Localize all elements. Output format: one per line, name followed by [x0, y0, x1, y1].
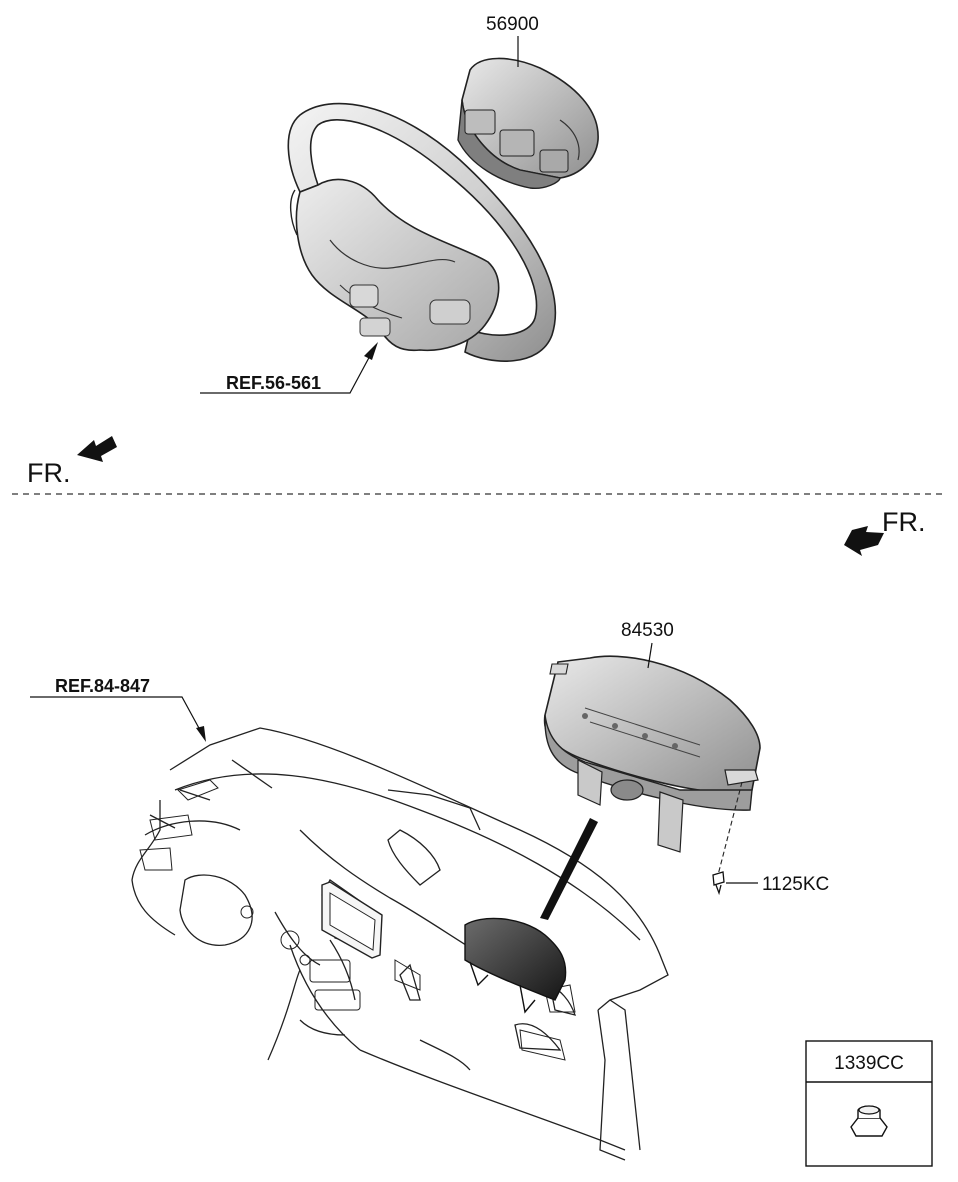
dashboard-vents — [139, 779, 576, 1061]
part-label-84530: 84530 — [621, 620, 674, 641]
leader-line-84530 — [647, 642, 653, 669]
nut-icon — [850, 1105, 888, 1137]
driver-airbag-module — [457, 57, 599, 190]
steering-wheel — [287, 102, 557, 362]
ref-label-crash-pad: REF.84-847 — [55, 676, 150, 696]
nut-inset-box: 1339CC — [805, 1040, 933, 1167]
front-label-upper: FR. — [27, 458, 71, 488]
part-label-1125kc: 1125KC — [762, 874, 829, 895]
bolt-icon — [712, 871, 725, 896]
front-label-lower: FR. — [882, 507, 926, 537]
bolt-install-path — [717, 781, 743, 876]
front-direction-indicator-upper: FR. — [27, 436, 117, 488]
arrowhead-ref-84-847 — [196, 726, 206, 742]
center-display — [321, 881, 383, 959]
arrowhead-ref-56-561 — [364, 342, 378, 360]
leader-line-ref-56-561 — [200, 351, 373, 394]
part-label-1339cc: 1339CC — [834, 1053, 904, 1074]
passenger-airbag-module — [543, 655, 761, 853]
installation-pointer — [540, 818, 598, 920]
front-arrow-icon — [77, 436, 117, 462]
front-arrow-icon — [844, 526, 884, 556]
ref-label-steering-wheel: REF.56-561 — [226, 373, 321, 393]
installed-passenger-airbag — [464, 917, 567, 1014]
front-direction-indicator-lower: FR. — [844, 507, 926, 556]
leader-line-ref-84-847 — [30, 696, 201, 731]
part-label-56900: 56900 — [486, 14, 539, 35]
